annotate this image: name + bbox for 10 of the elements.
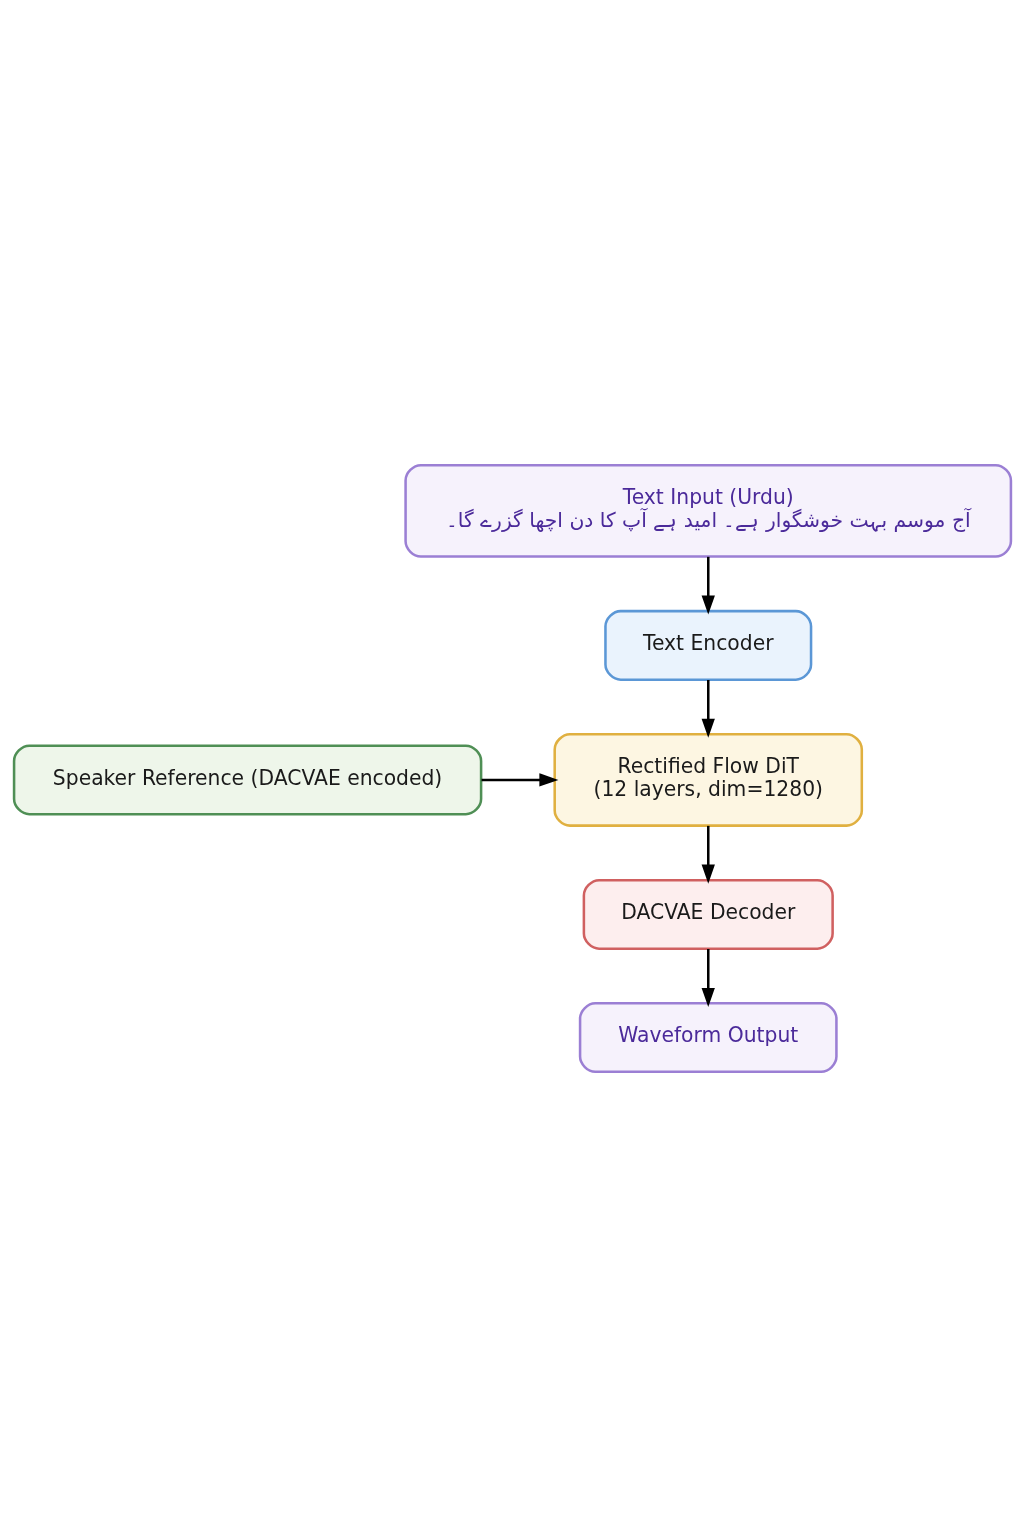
node-box: DACVAE Decoder [582, 878, 834, 950]
node-box: Rectified Flow DiT (12 layers, dim=1280) [552, 732, 863, 827]
node-box: Text Encoder [603, 609, 812, 681]
arrow [481, 772, 558, 787]
node-box: Speaker Reference (DACVAE encoded) [12, 743, 482, 815]
arrow [701, 679, 715, 738]
arrow [701, 948, 715, 1007]
node-box: Waveform Output [578, 1001, 838, 1073]
arrow [701, 825, 715, 884]
arrow [701, 556, 715, 615]
